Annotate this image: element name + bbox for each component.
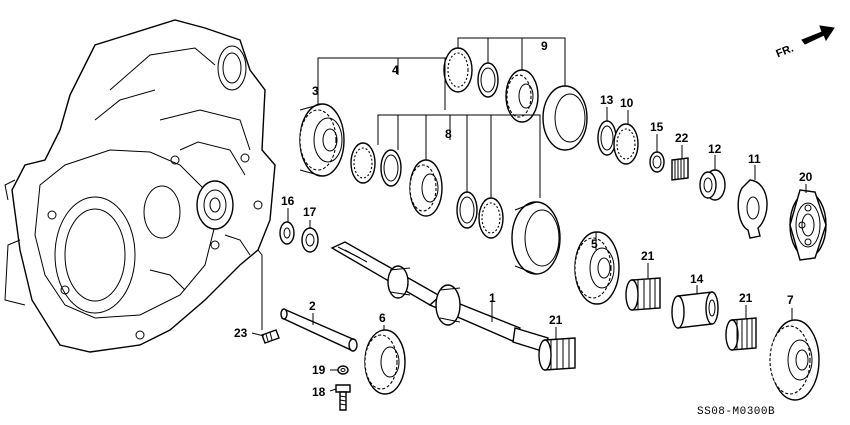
callout-9: 9 (541, 39, 548, 53)
ring-13 (597, 120, 617, 156)
transmission-housing (4, 19, 276, 353)
callout-4: 4 (392, 63, 399, 77)
callout-labels: 1 2 3 4 5 6 7 8 9 10 11 12 13 14 15 16 1… (234, 39, 813, 399)
ball-bearing-20 (789, 189, 827, 261)
callout-15: 15 (650, 120, 664, 134)
bolt-23 (261, 329, 280, 344)
lock-washer-11 (737, 179, 768, 239)
washer-16 (279, 221, 295, 245)
drawing-code: SS08-M0300B (697, 406, 775, 418)
callout-1: 1 (489, 291, 496, 305)
front-direction-label: FR. (774, 42, 795, 60)
callout-13: 13 (600, 93, 614, 107)
callout-18: 18 (312, 385, 326, 399)
callout-3: 3 (312, 84, 319, 98)
synchro-ring-e (478, 197, 504, 239)
gear-3 (299, 103, 345, 177)
synchro-ring-9a (443, 47, 473, 93)
callout-12: 12 (708, 142, 722, 156)
synchro-ring-10 (613, 123, 639, 165)
leader-lines (251, 37, 807, 392)
spacer-collar-14 (671, 291, 719, 329)
callout-21-c: 21 (549, 313, 563, 327)
callout-10: 10 (620, 96, 634, 110)
shift-shaft (280, 308, 358, 352)
callout-14: 14 (690, 272, 704, 286)
front-direction-indicator: FR. (774, 25, 835, 60)
callout-23: 23 (234, 326, 248, 340)
gear-7 (769, 319, 820, 401)
callout-19: 19 (312, 363, 326, 377)
mainshaft-teeth (387, 265, 461, 326)
callout-6: 6 (379, 311, 386, 325)
callout-21-a: 21 (641, 249, 655, 263)
callout-7: 7 (787, 293, 794, 307)
ring-d (456, 191, 478, 229)
ring-9b (477, 62, 499, 98)
needle-bearing-21-c (538, 337, 576, 371)
gear-9c (505, 69, 539, 123)
callout-5: 5 (591, 237, 598, 251)
callout-2: 2 (309, 299, 316, 313)
callout-22: 22 (675, 131, 689, 145)
gear-5 (574, 231, 620, 305)
callout-17: 17 (303, 205, 317, 219)
callout-11: 11 (748, 152, 761, 166)
ring-b (380, 149, 402, 187)
synchro-ring-a (350, 142, 376, 184)
washer-19 (337, 365, 349, 375)
callout-21-b: 21 (739, 291, 753, 305)
needle-bearing-21-a (625, 277, 661, 311)
front-arrow-icon (801, 25, 835, 45)
collar-15 (649, 151, 665, 173)
synchro-sleeve-9d (542, 85, 588, 151)
washer-17 (301, 227, 319, 253)
mainshaft (330, 241, 549, 353)
synchro-sleeve-f (511, 201, 561, 275)
callout-16: 16 (281, 194, 295, 208)
needle-bearing-21-b (725, 317, 757, 351)
needle-bearing-22 (671, 157, 689, 181)
callout-8: 8 (445, 127, 452, 141)
collar-12 (699, 169, 726, 201)
gear-6 (364, 329, 406, 395)
gear-c (409, 159, 443, 217)
bolt-18 (335, 384, 351, 411)
callout-20: 20 (799, 170, 813, 184)
